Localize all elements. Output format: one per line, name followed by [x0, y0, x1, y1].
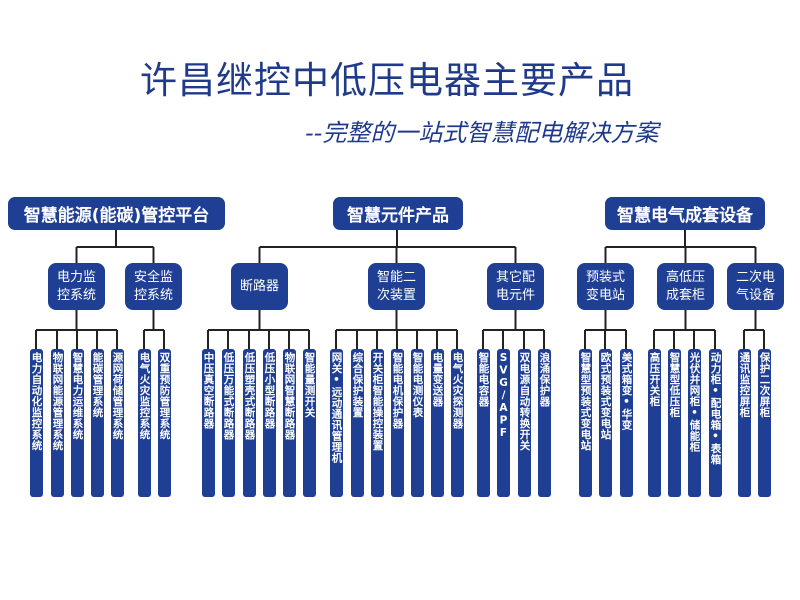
product-item: 智慧型低压柜	[667, 349, 681, 497]
product-item: 智能电容器	[476, 349, 490, 497]
product-item: 智慧型预装式变电站	[578, 349, 592, 497]
product-item: 电气火灾探测器	[450, 349, 464, 497]
product-item: 低压万能式断路器	[221, 349, 235, 497]
product-item: 智能量测开关	[302, 349, 316, 497]
page-title: 许昌继控中低压电器主要产品	[140, 59, 634, 102]
product-item: 电气火灾监控系统	[137, 349, 151, 497]
group-box: 安全监控系统	[125, 263, 182, 310]
product-item: 欧式预装式变电站	[598, 349, 612, 497]
product-item: 物联网能源管理系统	[50, 349, 64, 497]
product-item: 电量变送器	[430, 349, 444, 497]
product-item: SVG/APF	[496, 349, 510, 497]
product-item: 双电源自动转换开关	[517, 349, 531, 497]
group-box: 高低压成套柜	[657, 263, 714, 310]
product-item: 网关•远动通讯管理机	[329, 349, 343, 497]
category-box: 智慧电气成套设备	[605, 197, 765, 230]
product-item: 智能电机保护器	[390, 349, 404, 497]
group-box: 预装式变电站	[577, 263, 634, 310]
product-item: 浪涌保护器	[537, 349, 551, 497]
group-box: 二次电气设备	[727, 263, 784, 310]
category-box: 智慧元件产品	[333, 197, 463, 230]
product-item: 高压开关柜	[647, 349, 661, 497]
category-box: 智慧能源(能碳)管控平台	[8, 197, 225, 230]
product-item: 能碳管理系统	[90, 349, 104, 497]
group-box: 断路器	[231, 263, 288, 310]
product-item: 智慧电力运维系统	[70, 349, 84, 497]
page-subtitle: --完整的一站式智慧配电解决方案	[305, 119, 659, 147]
group-box: 智能二次装置	[368, 263, 425, 310]
group-box: 电力监控系统	[48, 263, 105, 310]
product-item: 源网荷储管理系统	[110, 349, 124, 497]
product-item: 综合保护装置	[350, 349, 364, 497]
product-item: 通讯监控屏柜	[737, 349, 751, 497]
product-item: 开关柜智能操控装置	[370, 349, 384, 497]
product-item: 保护二次屏柜	[757, 349, 771, 497]
product-item: 物联网智慧断路器	[282, 349, 296, 497]
product-item: 光伏并网柜•储能柜	[687, 349, 701, 497]
product-item: 低压小型断路器	[262, 349, 276, 497]
product-item: 双重预防管理系统	[157, 349, 171, 497]
group-box: 其它配电元件	[487, 263, 544, 310]
product-item: 低压塑壳式断路器	[242, 349, 256, 497]
product-item: 智能电测仪表	[410, 349, 424, 497]
product-item: 动力柜•配电箱•表箱	[708, 349, 722, 497]
product-item: 电力自动化监控系统	[29, 349, 43, 497]
product-item: 美式箱变•华变	[619, 349, 633, 497]
product-item: 中压真空断路器	[201, 349, 215, 497]
